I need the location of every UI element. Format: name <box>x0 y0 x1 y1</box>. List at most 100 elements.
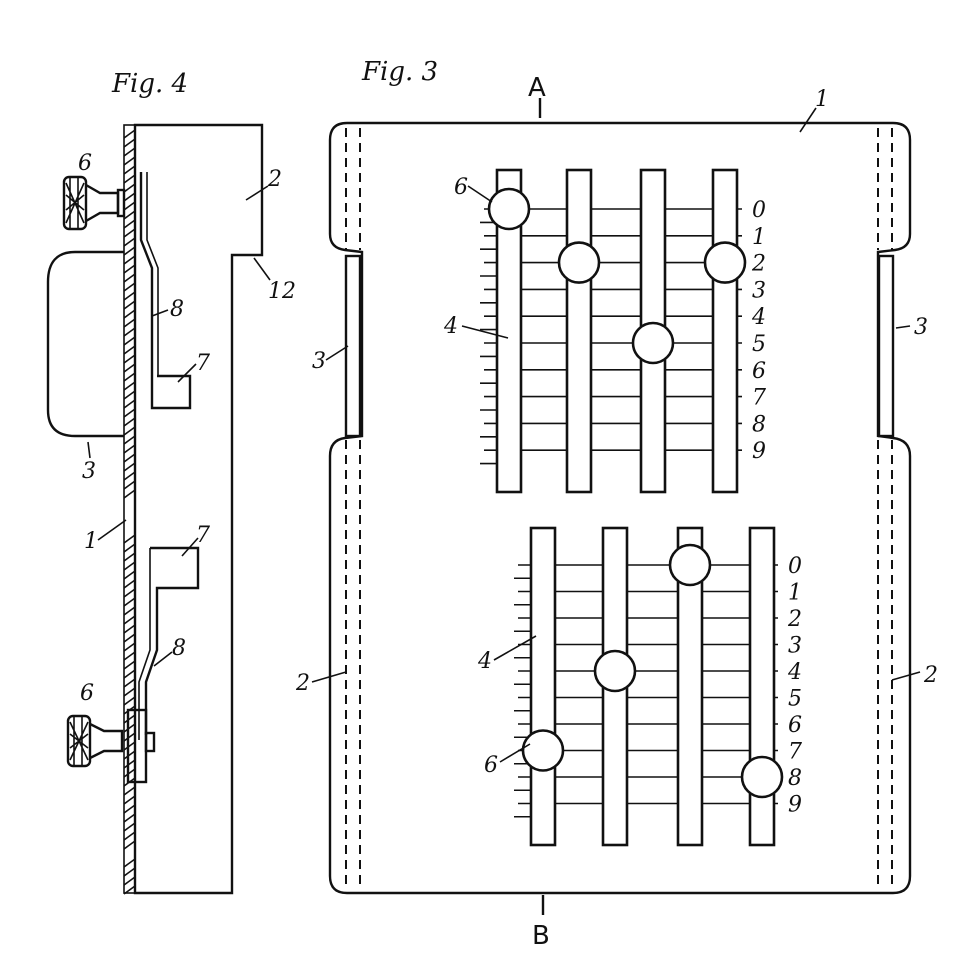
hatch-line <box>123 885 136 895</box>
hatch-line <box>123 219 136 229</box>
label-knob-bottom: 6 <box>80 681 94 706</box>
fig3-dashed-guides <box>345 128 893 888</box>
label-knob-lower: 6 <box>484 753 498 778</box>
digit-label: 2 <box>787 607 802 632</box>
hatch-line <box>123 723 136 733</box>
label-spring-bottom: 8 <box>172 636 186 661</box>
slot-bar <box>529 526 557 847</box>
hatch-line <box>123 336 136 346</box>
hatch-line <box>123 309 136 319</box>
hatch-line <box>123 678 136 688</box>
label-slot-lower: 4 <box>477 649 492 674</box>
hatch-line <box>123 552 136 562</box>
fig3-title: Fig. 3 <box>361 57 438 87</box>
hatch-line <box>123 471 136 481</box>
hatch-line <box>123 858 136 868</box>
digit-label: 3 <box>788 634 802 659</box>
hatch-line <box>123 318 136 328</box>
hatch-line <box>123 867 136 877</box>
digit-label: 4 <box>751 305 766 330</box>
label-slot-upper: 4 <box>443 314 458 339</box>
slider-knob[interactable] <box>631 321 675 365</box>
hatch-line <box>123 246 136 256</box>
hatch-line <box>123 696 136 706</box>
fig4-body-outline <box>133 123 264 895</box>
hatch-line <box>123 543 136 553</box>
digit-label: 4 <box>787 660 802 685</box>
slider-knob[interactable] <box>521 729 565 772</box>
hatch-line <box>123 489 136 499</box>
hatch-line <box>123 687 136 697</box>
label-edge-left: 3 <box>312 349 326 374</box>
hatch-line <box>123 426 136 436</box>
slot-bar <box>711 168 739 494</box>
label-side-right: 2 <box>923 663 938 688</box>
digit-label: 7 <box>788 740 802 765</box>
hatch-line <box>123 183 136 193</box>
slider-knob[interactable] <box>557 241 601 284</box>
hatch-line <box>123 228 136 238</box>
label-recess: 2 <box>267 167 282 192</box>
hatch-line <box>123 615 136 625</box>
hatch-line <box>123 840 136 850</box>
hatch-line <box>123 264 136 274</box>
fig4-spring-bottom <box>144 546 200 735</box>
slider-knob[interactable] <box>593 649 637 693</box>
hatch-line <box>123 444 136 454</box>
fig3-plate-outline <box>328 121 912 895</box>
slider-knob[interactable] <box>740 755 784 799</box>
label-stop-bottom: 7 <box>196 523 210 548</box>
fig4-side-view: Fig. 4 <box>46 69 296 895</box>
hatch-line <box>123 768 136 778</box>
digit-label: 0 <box>788 554 802 579</box>
hatch-line <box>123 345 136 355</box>
digit-label: 6 <box>788 713 802 738</box>
section-mark-b: B <box>532 921 550 951</box>
label-plate: 1 <box>815 87 829 112</box>
hatch-line <box>123 876 136 886</box>
hatch-line <box>123 237 136 247</box>
slider-knob[interactable] <box>487 187 531 231</box>
digit-label: 5 <box>788 687 802 712</box>
hatch-line <box>123 273 136 283</box>
hatch-line <box>123 147 136 157</box>
digit-label: 7 <box>752 386 766 411</box>
hatch-line <box>123 363 136 373</box>
slider-knob[interactable] <box>668 543 712 587</box>
hatch-line <box>123 282 136 292</box>
hatch-line <box>123 795 136 805</box>
digit-label: 1 <box>752 225 766 250</box>
label-side-left: 2 <box>295 671 310 696</box>
digit-label: 8 <box>752 412 766 437</box>
label-spring-top: 8 <box>170 297 184 322</box>
hatch-line <box>123 129 136 139</box>
hatch-line <box>123 174 136 184</box>
hatch-line <box>123 786 136 796</box>
fig4-knob-bottom <box>66 708 156 784</box>
hatch-line <box>123 831 136 841</box>
hatch-line <box>123 669 136 679</box>
hatch-line <box>123 660 136 670</box>
hatch-line <box>123 759 136 769</box>
digit-label: 1 <box>788 581 802 606</box>
hatch-line <box>123 390 136 400</box>
fig4-spring-top <box>139 172 192 410</box>
fig3-labels: 1 6 4 3 3 4 6 2 2 <box>295 87 938 778</box>
hatch-line <box>123 417 136 427</box>
hatch-line <box>123 372 136 382</box>
label-knob-top: 6 <box>78 151 92 176</box>
hatch-line <box>123 750 136 760</box>
digit-label: 0 <box>752 198 766 223</box>
hatch-line <box>123 255 136 265</box>
hatch-line <box>123 606 136 616</box>
hatch-line <box>123 714 136 724</box>
digit-label: 6 <box>752 359 766 384</box>
hatch-line <box>123 453 136 463</box>
slider-knob[interactable] <box>703 241 747 284</box>
slot-bar <box>565 168 593 494</box>
hatch-line <box>123 480 136 490</box>
